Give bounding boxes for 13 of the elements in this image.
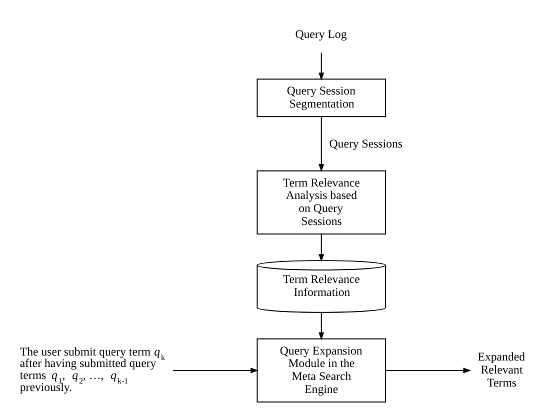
arrow <box>318 312 324 340</box>
node-text: Expanded Relevant Terms <box>478 349 526 389</box>
arrow <box>385 367 472 373</box>
arrow <box>318 52 324 80</box>
arrow <box>318 233 324 262</box>
edge-label: Query Sessions <box>329 136 403 150</box>
node-text: The user submit query term q$_{k}$ after having submitted query terms q$_{1}$, q$_{2}$, …, q$_{k-1}$ previously. <box>20 344 165 394</box>
arrow <box>318 116 324 172</box>
node-box: Query Session Segmentation <box>256 78 386 117</box>
node-box: Query Expansion Module in the Meta Search Engine <box>256 338 386 402</box>
node-box: Term Relevance Analysis based on Query Sessions <box>256 170 386 234</box>
arrow <box>172 367 258 373</box>
node-text: Query Log <box>295 26 347 40</box>
